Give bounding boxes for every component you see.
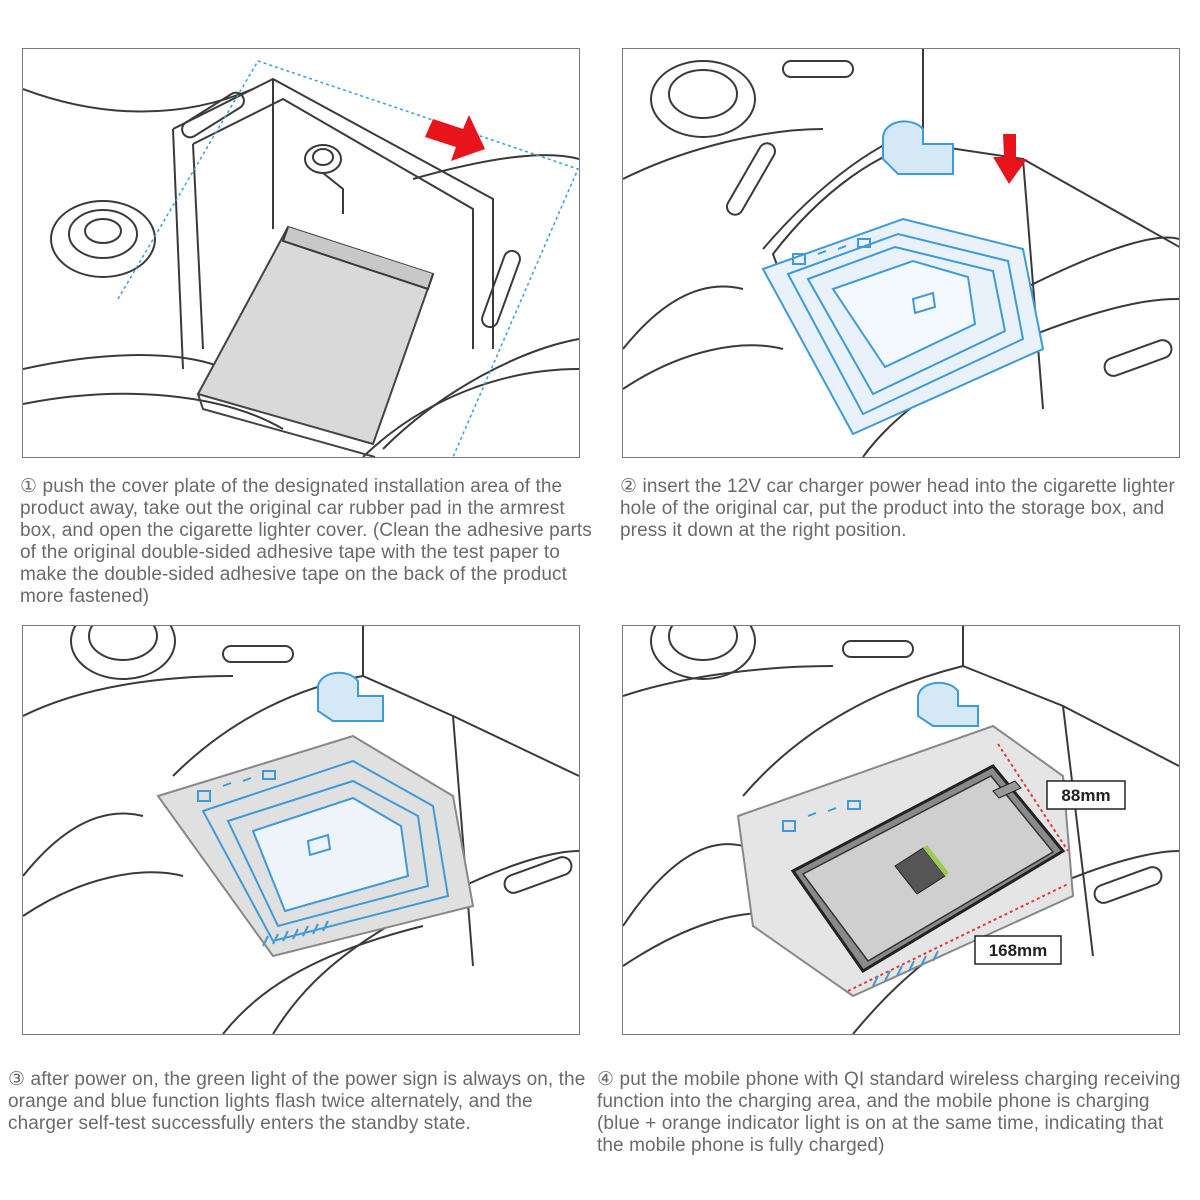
step-1-illustration xyxy=(22,48,580,458)
step-3-drawing xyxy=(23,626,579,1034)
step-4-caption: ④ put the mobile phone with QI standard … xyxy=(597,1069,1182,1157)
step-4-number: ④ xyxy=(597,1069,614,1090)
step-3-illustration xyxy=(22,625,580,1035)
step-3-text: after power on, the green light of the p… xyxy=(8,1069,585,1134)
step-4-text: put the mobile phone with QI standard wi… xyxy=(597,1069,1181,1156)
step-1-number: ① xyxy=(20,476,37,497)
step-3-caption: ③ after power on, the green light of the… xyxy=(8,1069,593,1135)
step-2-drawing xyxy=(623,49,1179,457)
push-arrow-icon xyxy=(425,115,485,161)
step-1-caption: ① push the cover plate of the designated… xyxy=(20,476,598,608)
step-2-illustration xyxy=(622,48,1180,458)
step-4-illustration: 88mm 168mm xyxy=(622,625,1180,1035)
press-down-arrow-icon xyxy=(993,134,1027,184)
step-3-number: ③ xyxy=(8,1069,25,1090)
step-2-text: insert the 12V car charger power head in… xyxy=(620,476,1175,541)
length-label: 168mm xyxy=(989,941,1048,960)
width-label: 88mm xyxy=(1061,786,1110,805)
step-1-text: push the cover plate of the designated i… xyxy=(20,476,592,607)
step-4-drawing: 88mm 168mm xyxy=(623,626,1179,1034)
step-1-drawing xyxy=(23,49,579,457)
step-2-number: ② xyxy=(620,476,637,497)
step-2-caption: ② insert the 12V car charger power head … xyxy=(620,476,1185,542)
